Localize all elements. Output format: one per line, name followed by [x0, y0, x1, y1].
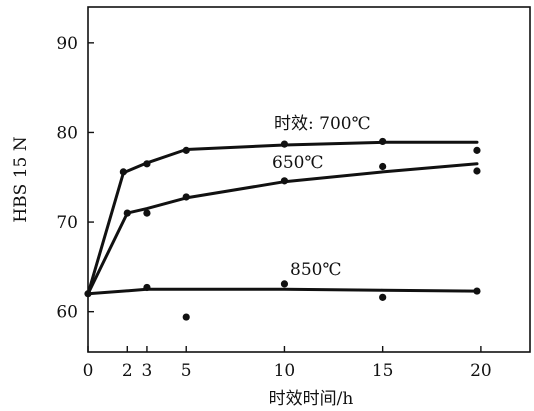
labels-layer: 时效时间/h HBS 15 N 时效: 700℃ 650℃ 850℃ — [11, 114, 371, 409]
x-tick-label: 10 — [274, 361, 296, 381]
y-tick-label: 90 — [56, 34, 78, 54]
data-point — [379, 137, 387, 146]
x-tick-label: 15 — [372, 361, 394, 381]
data-point — [473, 146, 481, 154]
data-point — [119, 168, 127, 176]
data-point — [123, 209, 131, 217]
data-point — [473, 287, 481, 295]
data-point — [143, 283, 151, 292]
series-label-700: 时效: 700℃ — [274, 114, 371, 134]
plot-frame — [87, 6, 531, 353]
data-point — [182, 146, 190, 154]
y-axis-title: HBS 15 N — [11, 136, 31, 222]
series-label-650: 650℃ — [272, 153, 323, 173]
x-tick-label: 0 — [83, 361, 94, 381]
data-point — [280, 280, 289, 288]
data-point — [280, 140, 289, 148]
x-axis-title: 时效时间/h — [269, 389, 354, 409]
y-tick-label: 80 — [56, 123, 78, 143]
data-point — [379, 293, 387, 301]
x-tick-label: 3 — [142, 361, 153, 381]
data-point — [143, 209, 151, 217]
x-tick-label: 5 — [181, 361, 192, 381]
data-point — [84, 290, 92, 298]
data-point — [280, 177, 289, 185]
y-tick-label: 60 — [56, 303, 78, 323]
data-point — [379, 162, 387, 171]
series-label-850: 850℃ — [290, 260, 341, 280]
data-point — [182, 313, 190, 321]
x-tick-label: 20 — [470, 361, 492, 381]
data-point — [182, 193, 190, 201]
x-tick-label: 2 — [122, 361, 133, 381]
data-point — [143, 160, 151, 168]
data-point — [473, 167, 481, 175]
series-layer — [84, 137, 481, 321]
y-tick-label: 70 — [56, 213, 78, 233]
series-line-2 — [86, 287, 479, 296]
